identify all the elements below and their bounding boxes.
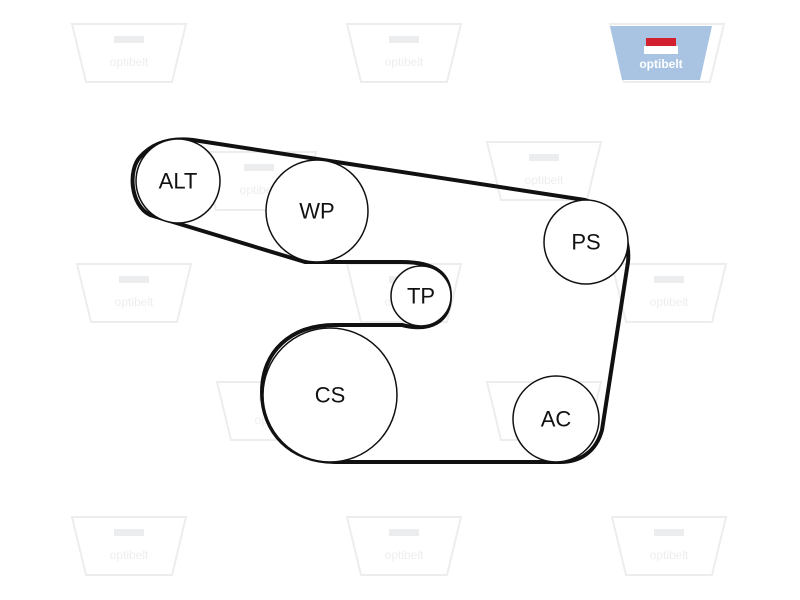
watermark-logo: optibelt xyxy=(345,516,463,576)
pulley-ps-label: PS xyxy=(571,230,600,255)
pulley-ac-circle xyxy=(512,375,600,463)
logo-text: optibelt xyxy=(639,57,682,71)
watermark-text: optibelt xyxy=(650,295,689,309)
pulley-alt-circle xyxy=(135,138,221,224)
pulley-tp-circle xyxy=(390,265,452,327)
pulley-wp: WP xyxy=(265,159,369,263)
watermark-logo: optibelt xyxy=(70,516,188,576)
pulley-ps-circle xyxy=(543,199,629,285)
pulley-ac: AC xyxy=(512,375,600,463)
logo-white-bar xyxy=(644,46,678,54)
watermark-text: optibelt xyxy=(650,548,689,562)
pulley-tp-label: TP xyxy=(407,284,435,309)
belt-path xyxy=(130,137,631,464)
watermark-logo: optibelt xyxy=(610,516,728,576)
watermark-logo: optibelt xyxy=(345,23,463,83)
pulley-ps: PS xyxy=(543,199,629,285)
watermark-logo: optibelt xyxy=(70,23,188,83)
pulley-ac-label: AC xyxy=(541,407,572,432)
optibelt-logo: optibelt xyxy=(610,26,712,80)
pulley-tp: TP xyxy=(390,265,452,327)
pulley-wp-circle xyxy=(265,159,369,263)
watermark-logo: optibelt xyxy=(75,263,193,323)
pulley-cs: CS xyxy=(262,327,398,463)
watermark-text: optibelt xyxy=(385,55,424,69)
pulley-cs-circle xyxy=(262,327,398,463)
watermark-text: optibelt xyxy=(525,173,564,187)
watermark-text: optibelt xyxy=(385,548,424,562)
watermark-text: optibelt xyxy=(115,295,154,309)
pulley-alt: ALT xyxy=(135,138,221,224)
pulley-cs-label: CS xyxy=(315,383,346,408)
pulley-alt-label: ALT xyxy=(159,169,198,194)
watermark-text: optibelt xyxy=(110,55,149,69)
watermark-text: optibelt xyxy=(110,548,149,562)
pulley-wp-label: WP xyxy=(299,199,334,224)
logo-accent-bar xyxy=(646,38,676,46)
